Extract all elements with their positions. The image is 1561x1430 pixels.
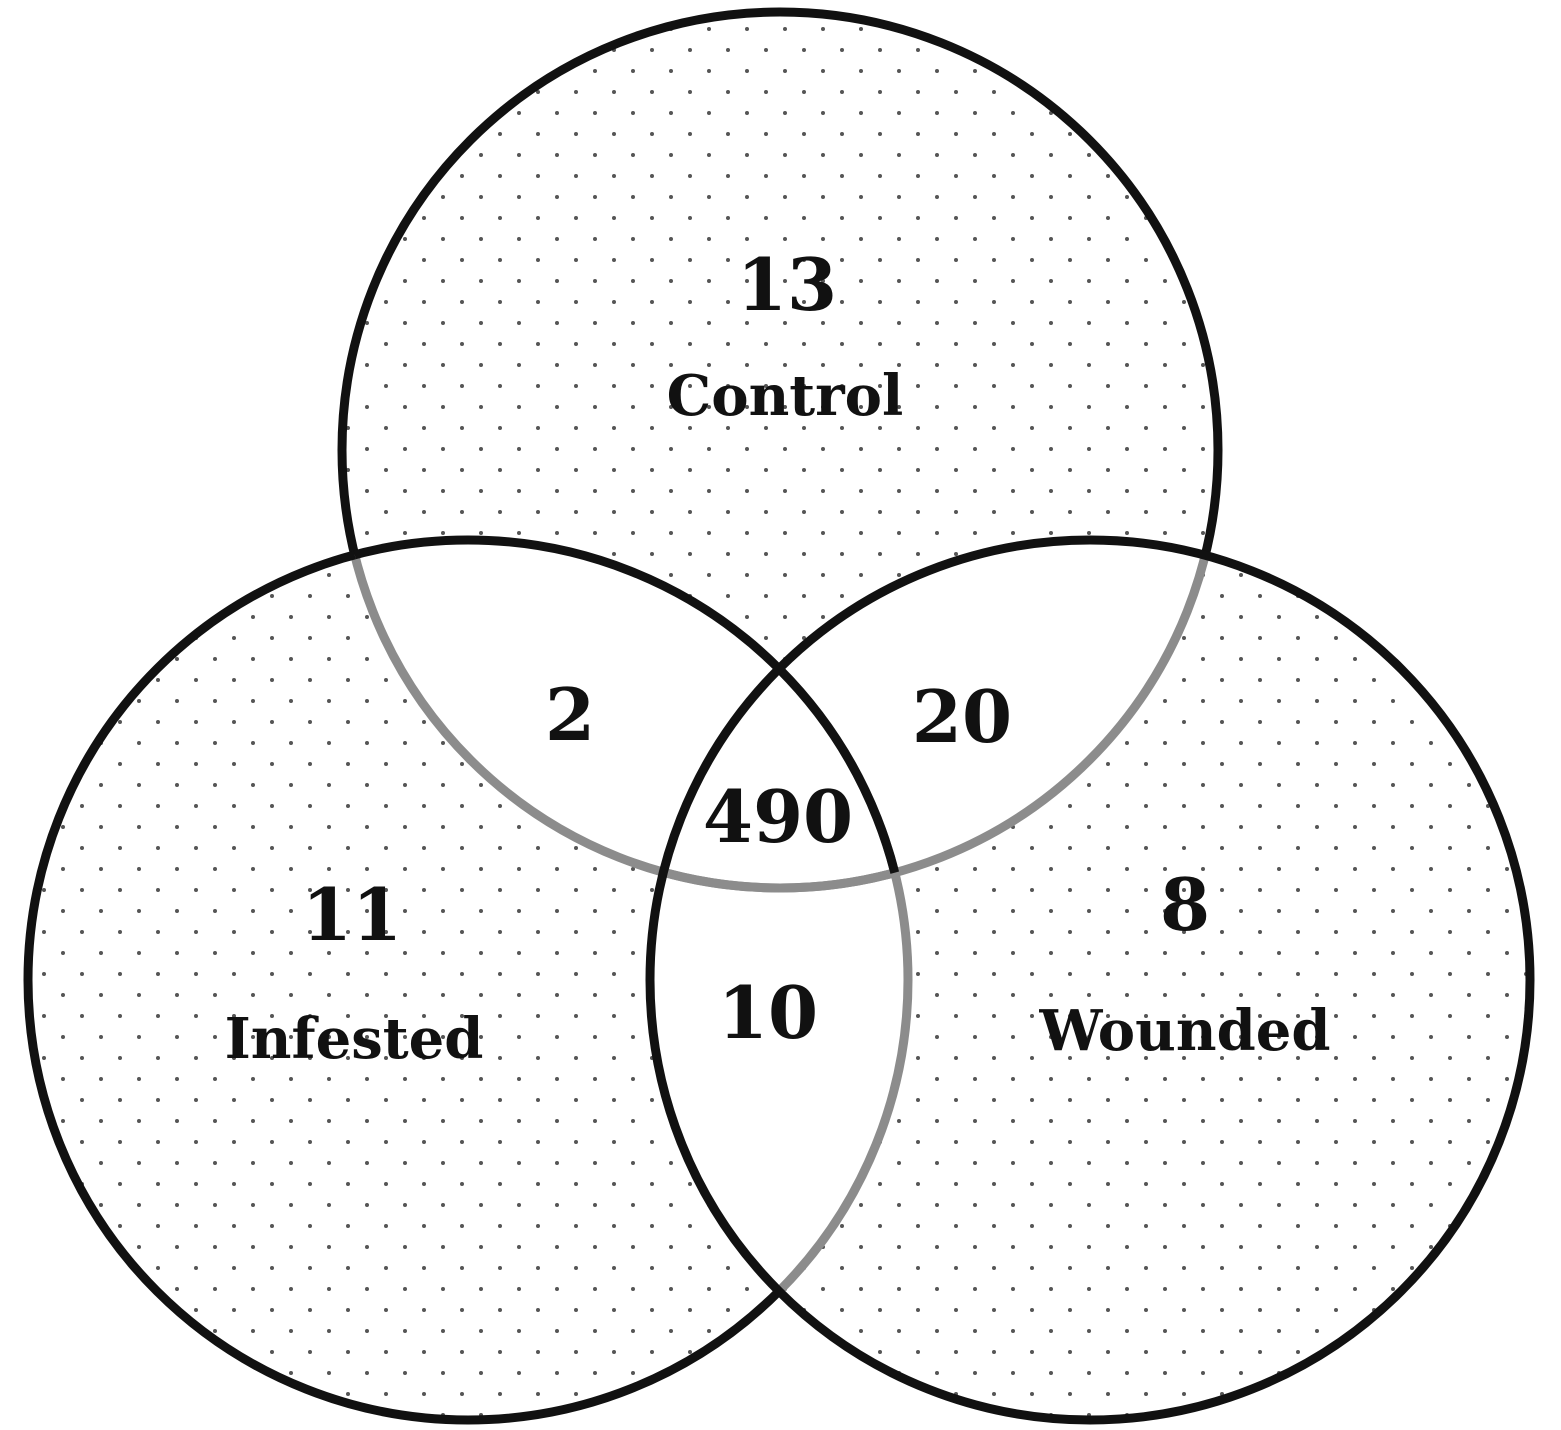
label-control: Control — [667, 363, 904, 429]
infested-inner-arc-top — [342, 535, 913, 888]
count-control-infested: 2 — [545, 672, 595, 757]
count-infested-wounded: 10 — [718, 970, 818, 1055]
count-infested-only: 11 — [302, 872, 402, 957]
count-all-three: 490 — [703, 774, 853, 859]
count-control-only: 13 — [737, 242, 837, 327]
label-infested: Infested — [225, 1006, 484, 1072]
control-outline — [337, 7, 1223, 893]
wounded-only-region — [650, 540, 1530, 1420]
label-wounded: Wounded — [1038, 998, 1330, 1064]
infested-only-region — [28, 540, 908, 1420]
count-wounded-only: 8 — [1160, 862, 1210, 947]
outer-arcs — [23, 7, 1535, 1425]
wounded-outline — [645, 535, 1535, 1425]
count-control-wounded: 20 — [912, 674, 1012, 759]
